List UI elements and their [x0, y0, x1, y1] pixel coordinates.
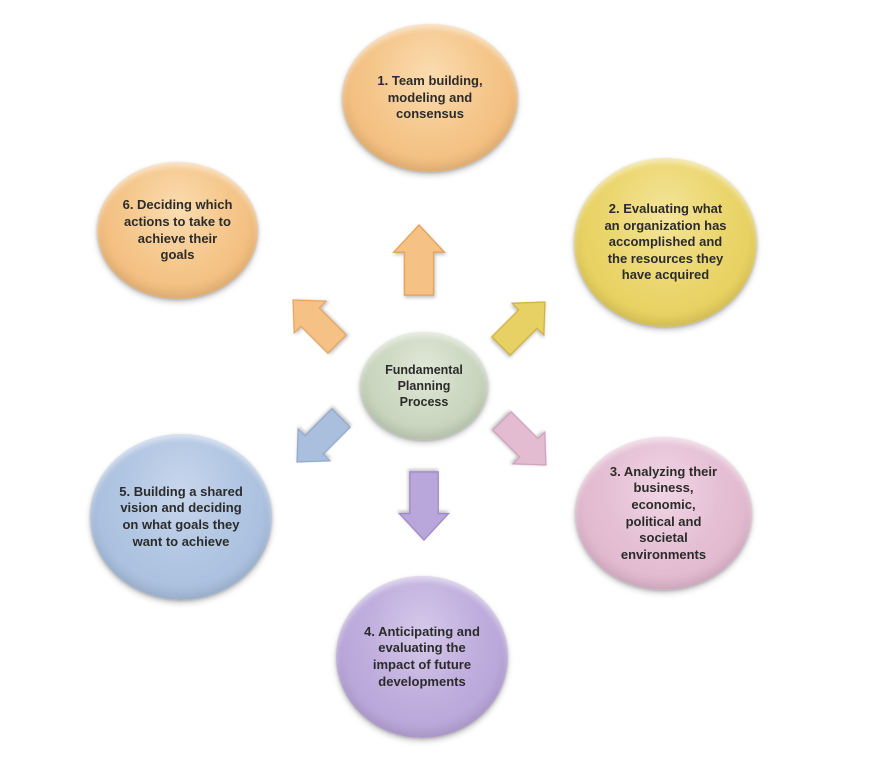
step-2-circle: 2. Evaluating what an organization has a… [574, 158, 757, 327]
step-1-label: 1. Team building, modeling and consensus [377, 73, 483, 122]
arrow-to-step-5-icon [296, 407, 352, 463]
step-5-label: 5. Building a shared vision and deciding… [119, 483, 243, 549]
step-4-circle: 4. Anticipating and evaluating the impac… [336, 576, 508, 738]
step-1-circle: 1. Team building, modeling and consensus [342, 24, 518, 172]
arrow-shape [490, 301, 546, 357]
arrow-to-step-1-icon [392, 224, 446, 296]
arrow-to-step-4-icon [398, 471, 450, 541]
arrow-to-step-2-icon [490, 301, 546, 357]
step-6-circle: 6. Deciding which actions to take to ach… [97, 162, 258, 299]
arrow-shape [292, 299, 348, 355]
arrow-to-step-3-icon [491, 410, 547, 466]
arrow-shape [392, 224, 446, 296]
arrow-shape [296, 407, 352, 463]
arrow-shape [491, 410, 547, 466]
arrow-shape [398, 471, 450, 541]
center-label: Fundamental Planning Process [385, 363, 463, 409]
step-3-circle: 3. Analyzing their business, economic, p… [575, 437, 752, 590]
center-node: Fundamental Planning Process [360, 332, 488, 440]
step-6-label: 6. Deciding which actions to take to ach… [122, 197, 233, 263]
step-3-label: 3. Analyzing their business, economic, p… [609, 463, 718, 562]
step-2-label: 2. Evaluating what an organization has a… [604, 200, 727, 283]
step-5-circle: 5. Building a shared vision and deciding… [90, 434, 272, 600]
arrow-to-step-6-icon [292, 299, 348, 355]
step-4-label: 4. Anticipating and evaluating the impac… [364, 623, 480, 689]
